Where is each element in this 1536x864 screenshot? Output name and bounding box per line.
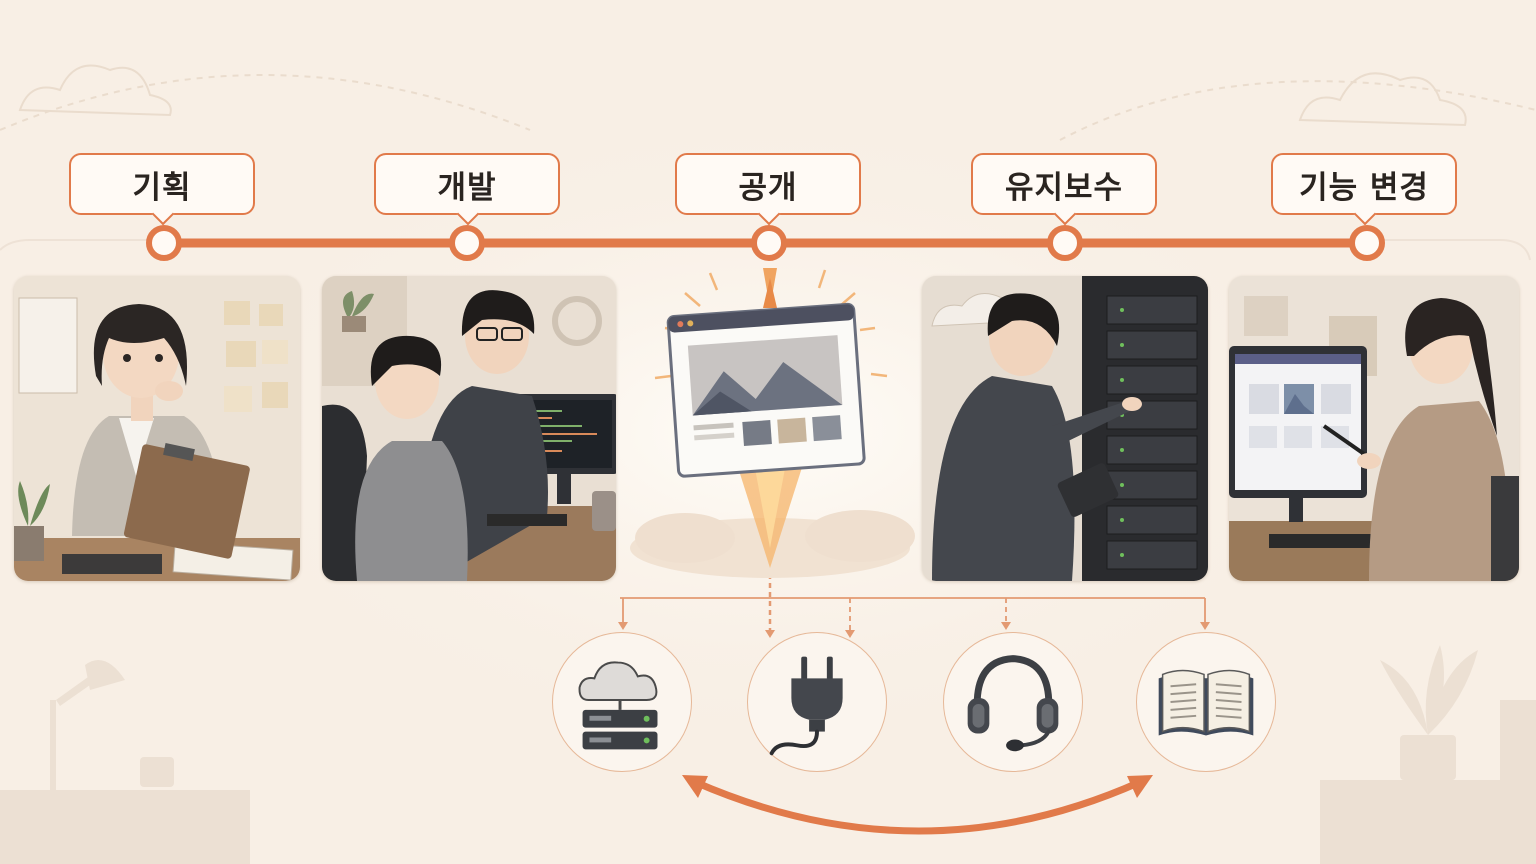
lamp-decoration bbox=[0, 660, 250, 864]
stage-label-launch: 공개 bbox=[675, 153, 861, 215]
planning-illustration-icon bbox=[14, 276, 300, 581]
illustration-feature-change bbox=[1229, 276, 1519, 581]
stage-label-feature-change: 기능 변경 bbox=[1271, 153, 1457, 215]
support-icon-power-plug bbox=[747, 632, 887, 772]
launch-illustration bbox=[630, 268, 915, 578]
stage-label-planning: 기획 bbox=[69, 153, 255, 215]
illustration-planning bbox=[14, 276, 300, 581]
headset-icon bbox=[967, 655, 1059, 752]
illustration-maintenance bbox=[922, 276, 1208, 581]
support-icon-cloud-server bbox=[552, 632, 692, 772]
support-icon-open-book bbox=[1136, 632, 1276, 772]
stage-label-development: 개발 bbox=[374, 153, 560, 215]
open-book-icon bbox=[1158, 669, 1254, 736]
maintenance-illustration-icon bbox=[922, 276, 1208, 581]
plant-decoration bbox=[1320, 645, 1536, 864]
power-plug-icon bbox=[769, 656, 843, 756]
illustration-development bbox=[322, 276, 616, 581]
support-icon-headset bbox=[943, 632, 1083, 772]
feature-change-illustration-icon bbox=[1229, 276, 1519, 581]
cloud-server-icon bbox=[578, 661, 658, 750]
stage-label-maintenance: 유지보수 bbox=[971, 153, 1157, 215]
development-illustration-icon bbox=[322, 276, 616, 581]
launch-illustration-icon bbox=[630, 268, 915, 578]
